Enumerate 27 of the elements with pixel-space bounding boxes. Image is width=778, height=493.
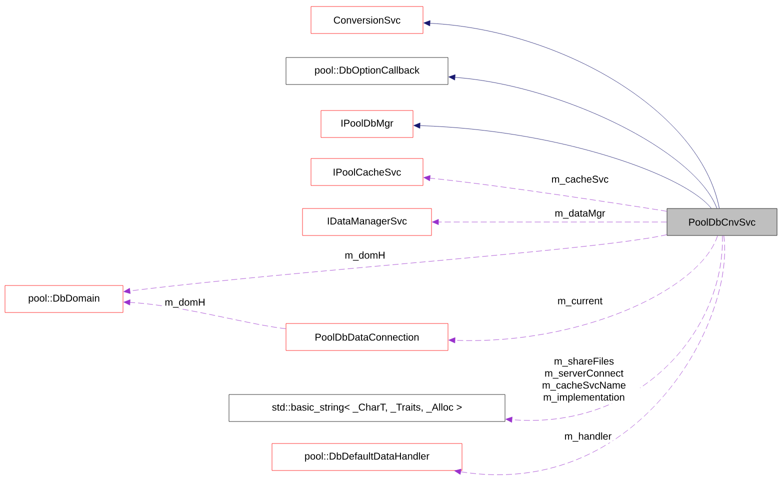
class-box: IDataManagerSvc <box>302 208 432 236</box>
class-box: std::basic_string< _CharT, _Traits, _Alloc > <box>228 394 506 422</box>
arrow <box>454 236 725 475</box>
class-box: PoolDbCnvSvc <box>666 208 778 236</box>
class-box: pool::DbOptionCallback <box>286 57 448 85</box>
arrow <box>432 219 667 225</box>
edge-label: m_domH <box>344 250 386 262</box>
edge-label: m_current <box>556 296 604 308</box>
class-box: PoolDbDataConnection <box>286 323 448 351</box>
arrow <box>124 299 286 329</box>
arrow <box>414 122 712 208</box>
class-box: IPoolCacheSvc <box>310 158 424 186</box>
class-box: pool::DbDefaultDataHandler <box>272 443 462 471</box>
arrow <box>424 20 720 208</box>
class-box: ConversionSvc <box>310 6 424 34</box>
edge-label: m_dataMgr <box>554 208 606 220</box>
edge-label: m_cacheSvc <box>550 174 610 186</box>
edge-label: m_shareFiles m_serverConnect m_cacheSvcName m_implementation <box>528 356 640 404</box>
edge-label: m_domH <box>164 297 206 309</box>
arrow <box>506 236 723 423</box>
arrow <box>448 236 718 344</box>
class-box: pool::DbDomain <box>4 285 124 313</box>
class-box: IPoolDbMgr <box>320 110 414 138</box>
arrow <box>124 234 667 294</box>
arrow <box>424 175 667 212</box>
arrow <box>448 74 718 208</box>
edge-label: m_handler <box>563 431 613 443</box>
